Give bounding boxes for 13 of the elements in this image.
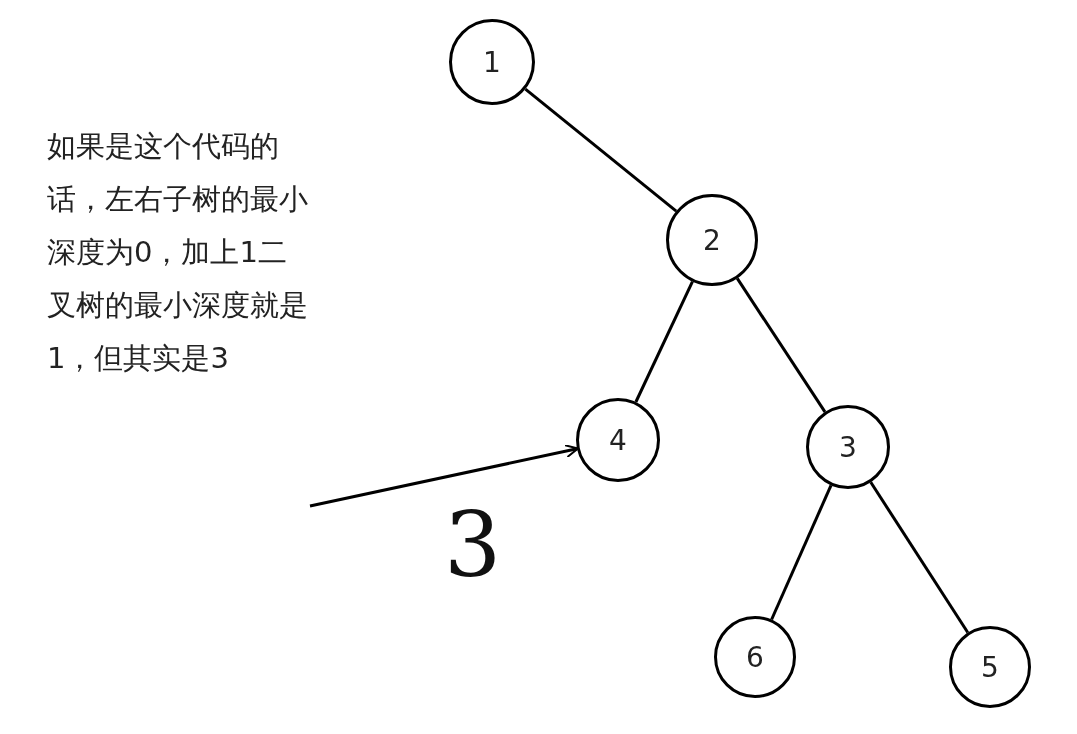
tree-edge bbox=[736, 277, 827, 413]
tree-edge bbox=[524, 87, 678, 213]
tree-node-circle: 5 bbox=[949, 626, 1031, 708]
tree-node-circle: 4 bbox=[576, 398, 660, 482]
tree-edge bbox=[770, 484, 833, 621]
tree-edge bbox=[869, 481, 970, 634]
note-text: 如果是这个代码的话，左右子树的最小深度为0，加上1二叉树的最小深度就是1，但其实是3 bbox=[47, 128, 309, 377]
arrow bbox=[309, 444, 579, 508]
tree-node-circle: 2 bbox=[666, 194, 758, 286]
tree-node-circle: 1 bbox=[449, 19, 535, 105]
tree-node-circle: 6 bbox=[714, 616, 796, 698]
tree-node-circle: 3 bbox=[806, 405, 890, 489]
tree-edge bbox=[634, 281, 694, 403]
